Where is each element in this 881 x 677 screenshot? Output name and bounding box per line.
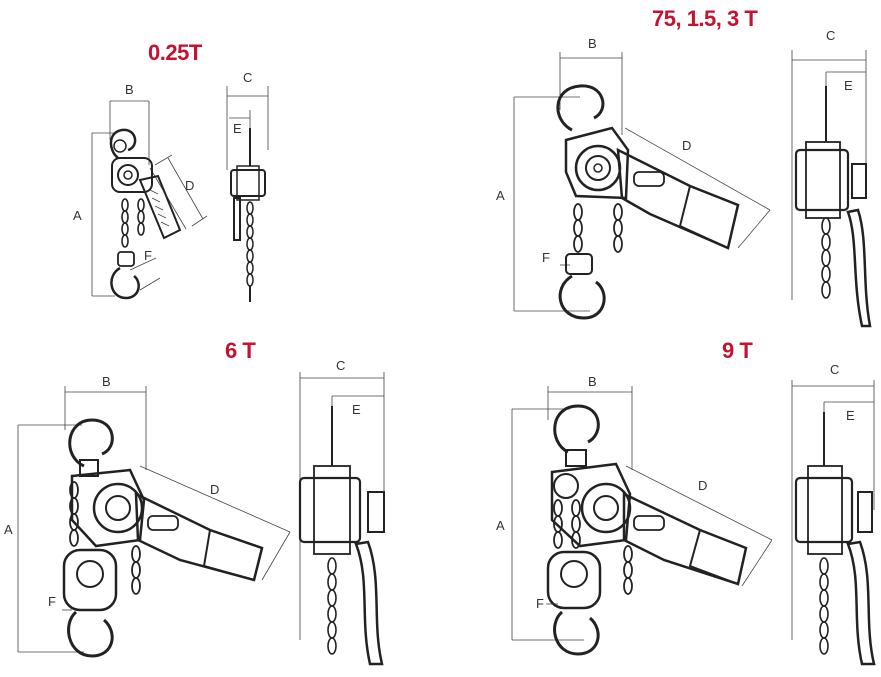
label-f-6t: F: [48, 594, 56, 609]
panel-9t-side-view: [791, 380, 876, 666]
label-e-75-3t: E: [844, 78, 853, 93]
panel-75-3t-side-view: [791, 50, 872, 328]
label-a-75-3t: A: [496, 188, 505, 203]
panel-0-25t-front-view: [91, 100, 208, 300]
title-6t: 6 T: [225, 338, 256, 363]
label-c-75-3t: C: [826, 28, 835, 43]
panel-0-25t-side-view: [226, 86, 269, 302]
label-b-9t: B: [588, 374, 597, 389]
label-d-0-25t: D: [185, 178, 194, 193]
panel-9t-front-view: [511, 386, 773, 656]
label-d-9t: D: [698, 478, 707, 493]
label-f-9t: F: [536, 596, 544, 611]
label-b-75-3t: B: [588, 36, 597, 51]
label-e-6t: E: [352, 402, 361, 417]
label-b-6t: B: [102, 374, 111, 389]
panel-6t-side-view: [298, 372, 385, 666]
label-e-9t: E: [846, 408, 855, 423]
label-c-6t: C: [336, 358, 345, 373]
title-0-25t: 0.25T: [148, 40, 202, 65]
label-e-0-25t: E: [233, 121, 242, 136]
title-75-1-5-3t: 75, 1.5, 3 T: [652, 6, 758, 31]
label-c-9t: C: [830, 362, 839, 377]
title-9t: 9 T: [722, 338, 753, 363]
label-f-0-25t: F: [144, 248, 152, 263]
panel-6t-front-view: [17, 386, 291, 658]
label-f-75-3t: F: [542, 250, 550, 265]
label-a-6t: A: [4, 522, 13, 537]
label-c-0-25t: C: [243, 70, 252, 85]
label-d-6t: D: [210, 482, 219, 497]
panel-75-3t-front-view: [513, 52, 771, 320]
label-b-0-25t: B: [125, 82, 134, 97]
label-d-75-3t: D: [682, 138, 691, 153]
label-a-0-25t: A: [73, 208, 82, 223]
label-a-9t: A: [496, 518, 505, 533]
